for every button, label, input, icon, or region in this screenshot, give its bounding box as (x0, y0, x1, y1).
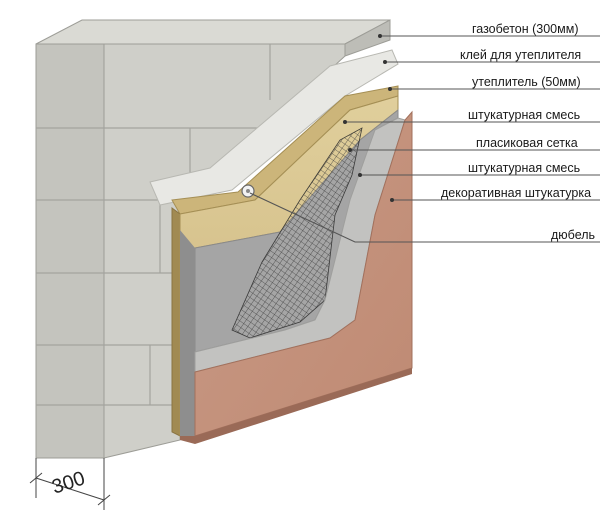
label-plaster-mix-2: штукатурная смесь (468, 161, 581, 175)
label-plastic-mesh: пласиковая сетка (476, 136, 578, 150)
leader-lines (249, 35, 600, 243)
label-insulation: утеплитель (50мм) (472, 75, 581, 89)
concrete-side-face (35, 43, 105, 459)
concrete-right-edge (344, 19, 391, 57)
concrete-top-face (35, 19, 391, 45)
label-plaster-mix-1: штукатурная смесь (468, 108, 581, 122)
aerated-concrete-wall (35, 19, 391, 459)
leader-dots (343, 34, 394, 202)
leader-dowel (249, 192, 600, 243)
label-aerated-concrete: газобетон (300мм) (472, 22, 579, 36)
label-decorative-plaster: декоративная штукатурка (441, 186, 592, 200)
plastic-mesh (231, 127, 363, 339)
dowel (241, 184, 255, 198)
label-insulation-glue: клей для утеплителя (460, 48, 582, 62)
label-dowel: дюбель (551, 228, 596, 242)
thickness-dimension (29, 458, 111, 510)
plaster-layer-1-front (180, 230, 195, 436)
decorative-plaster-front-edge (180, 368, 412, 444)
